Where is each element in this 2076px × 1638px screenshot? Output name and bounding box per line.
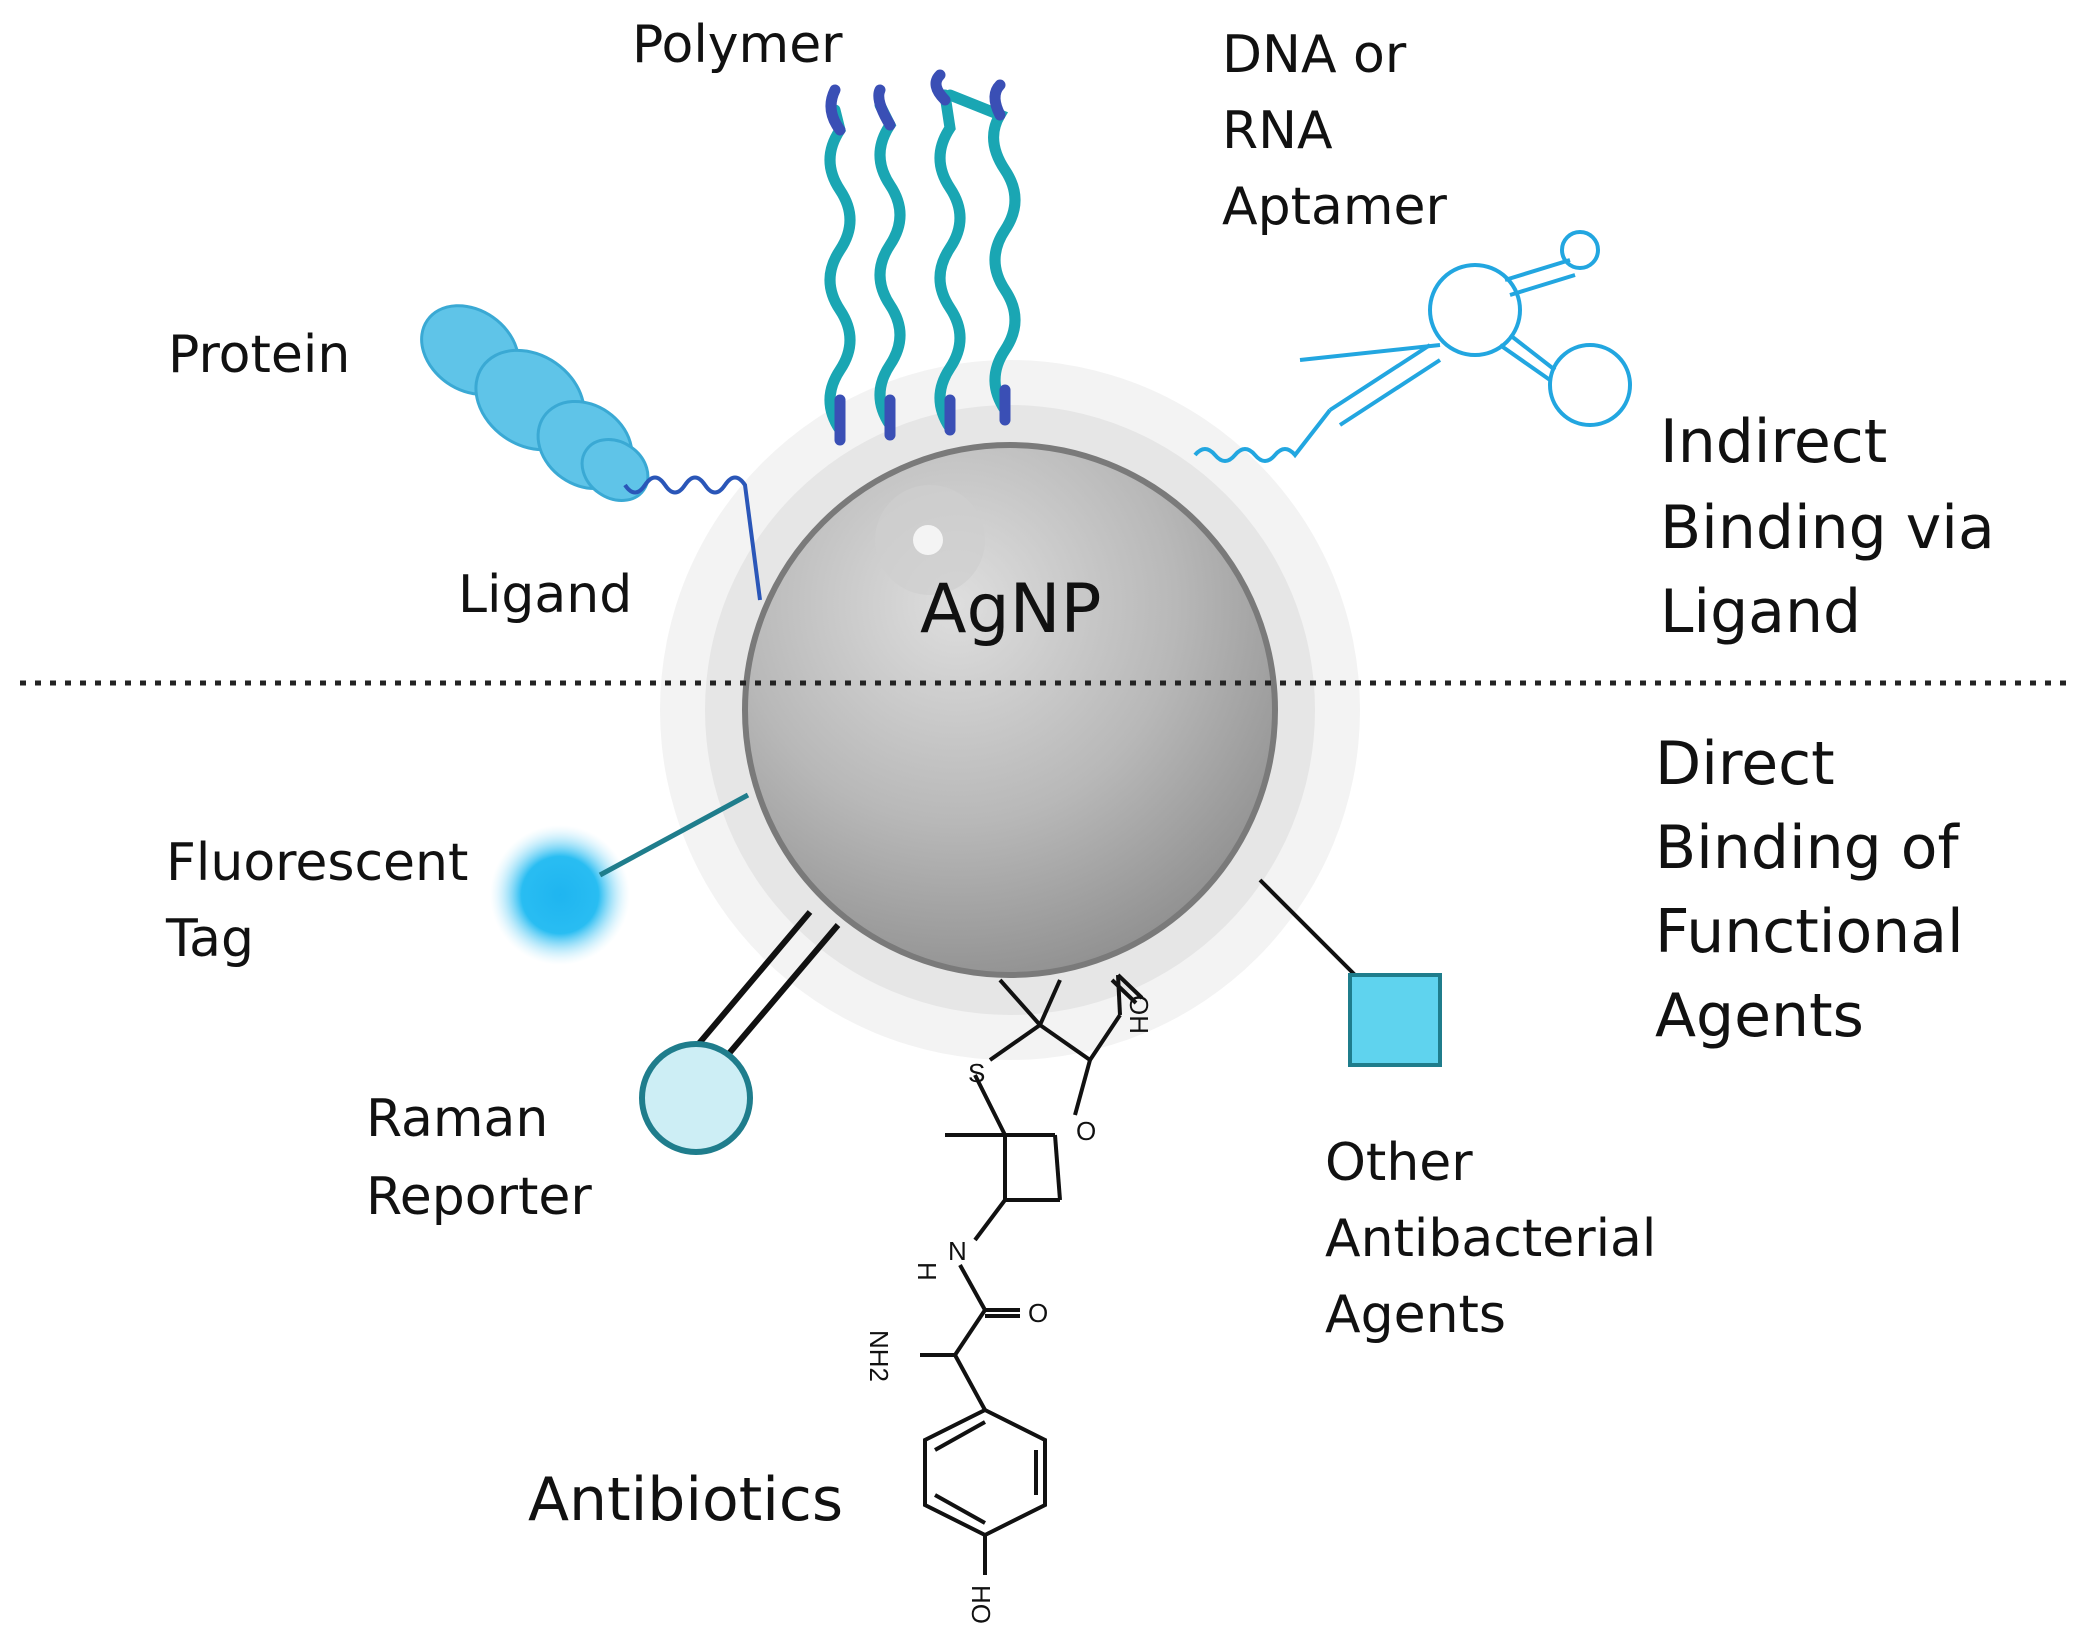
label-protein: Protein [168,325,350,385]
chem-oh-top: OH [1124,995,1154,1034]
label-fluor-1: Fluorescent [166,833,468,893]
square-linker [1258,878,1357,977]
chem-o-amide: O [1028,1298,1048,1328]
chem-nh: N [948,1236,967,1266]
label-polymer: Polymer [632,15,843,75]
antibacterial-square [1348,973,1442,1067]
label-direct-2: Binding of [1655,813,1961,883]
label-antibiotics: Antibiotics [528,1465,843,1535]
agnp-particle [742,442,1278,978]
protein-ligand-linker [623,475,762,601]
label-indirect-1: Indirect [1660,407,1887,477]
chem-s: S [968,1058,985,1088]
chem-h: H [912,1262,942,1281]
label-aptamer-1: DNA or [1222,25,1407,85]
label-indirect-2: Binding via [1660,493,1995,563]
label-aptamer-2: RNA [1222,101,1333,161]
raman-linker-a [682,910,813,1062]
fluorescent-tag-linker [598,792,750,878]
raman-reporter-circle [639,1041,753,1155]
label-indirect-3: Ligand [1660,577,1861,647]
fluorescent-tag-glow [490,825,630,965]
label-agnp: AgNP [920,570,1102,649]
label-direct-1: Direct [1655,729,1835,799]
label-fluor-2: Tag [165,909,254,969]
polymer-chain-2 [874,99,906,431]
label-other-3: Agents [1325,1285,1506,1345]
particle-specular [913,525,943,555]
label-raman-1: Raman [366,1089,548,1149]
label-ligand: Ligand [458,565,632,625]
label-raman-2: Reporter [366,1167,592,1227]
polymer-chain-1 [824,104,856,436]
chem-oh-bottom: HO [966,1585,996,1624]
protein-blob [420,304,650,502]
label-direct-4: Agents [1655,981,1864,1051]
polymer-chain-3 [934,89,966,434]
label-other-2: Antibacterial [1325,1209,1656,1269]
label-aptamer-3: Aptamer [1222,177,1447,237]
antibiotic-structure [920,973,1144,1575]
chem-o-ring: O [1076,1116,1096,1146]
chem-nh2: NH2 [864,1330,894,1382]
aptamer-structure [1193,230,1632,463]
label-other-1: Other [1325,1133,1473,1193]
label-direct-3: Functional [1655,897,1964,967]
polymer-chains [824,69,1021,446]
polymer-chain-4 [944,89,1021,416]
raman-linker-b [712,923,841,1072]
